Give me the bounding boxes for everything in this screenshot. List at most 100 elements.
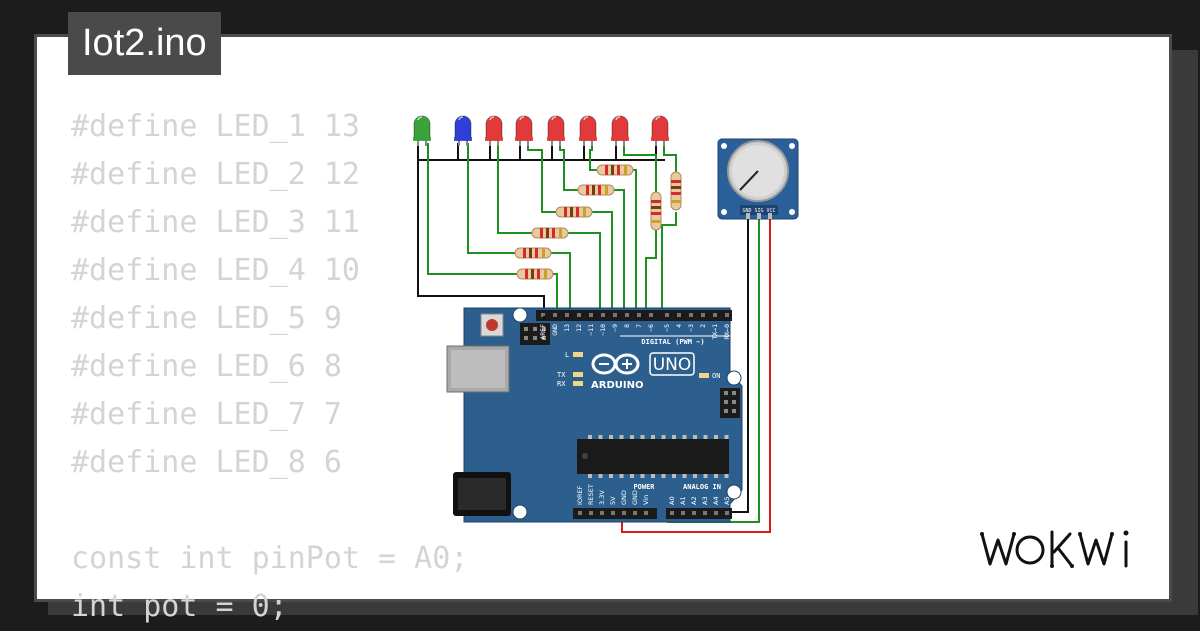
on-led [699,373,709,378]
rx-label: RX [557,380,566,388]
digital-pin-holes [541,313,729,317]
digital-pin-hole[interactable] [689,313,693,317]
analog-pin-hole[interactable] [725,511,729,515]
power-pin-label: IOREF [576,485,584,505]
digital-pin-hole[interactable] [601,313,605,317]
arduino-logo [591,353,640,375]
power-pin-label: 3.3V [598,490,606,505]
digital-pin-label: 13 [563,324,571,332]
code-line: #define LED_4 10 [71,253,360,288]
pot-pin-labels: GND SIG VCC [742,208,775,214]
power-pin-hole[interactable] [611,511,615,515]
analog-pin-label: A2 [690,496,698,505]
analog-pin-hole[interactable] [670,511,674,515]
power-pin-hole[interactable] [633,511,637,515]
code-line: #define LED_6 8 [71,349,342,384]
digital-pin-label: 12 [575,324,583,332]
digital-pin-label: AREF [539,324,547,340]
power-pin-hole[interactable] [622,511,626,515]
analog-header [666,508,732,519]
led-5[interactable] [547,115,565,146]
code-line: #define LED_8 6 [71,445,342,480]
digital-pwm-label: DIGITAL (PWM ~) [641,338,704,346]
analog-pin-label: A5 [723,496,731,505]
power-pin-hole[interactable] [578,511,582,515]
digital-pin-hole[interactable] [589,313,593,317]
analog-pin-label: A4 [712,496,720,505]
code-line: #define LED_5 9 [71,301,342,336]
power-pin-label: GND [631,490,639,505]
led-2[interactable] [454,115,472,146]
resistor[interactable] [531,227,569,239]
uno-text: UNO [653,355,692,375]
code-background: #define LED_1 13#define LED_2 12#define … [71,103,468,631]
digital-pin-hole[interactable] [713,313,717,317]
led-1[interactable] [413,115,431,146]
power-pin-hole[interactable] [600,511,604,515]
resistor[interactable] [516,268,554,280]
digital-header [536,310,732,321]
resistor[interactable] [650,191,662,231]
digital-pin-hole[interactable] [701,313,705,317]
digital-pin-hole[interactable] [541,313,545,317]
code-line: #define LED_1 13 [71,109,360,144]
code-line: const int pinPot = A0; [71,541,469,576]
on-label: ON [712,372,720,380]
digital-pin-hole[interactable] [725,313,729,317]
microcontroller-chip [577,439,729,474]
code-line: #define LED_7 7 [71,397,342,432]
led-3[interactable] [485,115,503,146]
analog-pin-label: A0 [668,496,676,505]
led-7[interactable] [611,115,629,146]
pot-knob-indicator [739,170,759,191]
digital-pin-hole[interactable] [625,313,629,317]
digital-pin-label: 2 [699,324,707,328]
l-label: L [565,351,569,359]
power-pin-label: GND [620,490,628,505]
analog-pin-hole[interactable] [703,511,707,515]
digital-pin-label: ~5 [663,324,671,332]
led-8[interactable] [651,115,669,146]
code-line: int pot = 0; [71,589,288,624]
analog-pin-label: A3 [701,496,709,505]
resistors [514,164,682,280]
wokwi-logo [980,530,1129,568]
digital-pin-label: ~9 [611,324,619,332]
potentiometer[interactable]: GND SIG VCC [717,138,799,220]
digital-pin-hole[interactable] [613,313,617,317]
leds [413,115,669,146]
resistor[interactable] [514,247,552,259]
resistor[interactable] [577,184,615,196]
digital-pin-hole[interactable] [553,313,557,317]
power-pin-label: Vin [642,495,650,505]
analog-pin-hole[interactable] [681,511,685,515]
digital-pin-hole[interactable] [677,313,681,317]
digital-pin-label: 8 [623,324,631,328]
led-6[interactable] [579,115,597,146]
file-title: Iot2.ino [68,12,221,75]
digital-pin-label: ~10 [599,324,607,336]
digital-pin-hole[interactable] [637,313,641,317]
signal-wires [427,143,677,316]
power-pin-label: 5V [609,496,617,505]
code-line: #define LED_3 11 [71,205,360,240]
digital-pin-hole[interactable] [565,313,569,317]
resistor[interactable] [555,206,593,218]
analog-pin-hole[interactable] [692,511,696,515]
analog-pin-label: A1 [679,496,687,505]
led-4[interactable] [515,115,533,146]
resistor[interactable] [670,171,682,211]
digital-pin-label: GND [551,324,559,336]
digital-pin-hole[interactable] [577,313,581,317]
resistor[interactable] [596,164,634,176]
digital-pin-hole[interactable] [665,313,669,317]
power-pin-hole[interactable] [589,511,593,515]
digital-pin-hole[interactable] [649,313,653,317]
power-pin-hole[interactable] [644,511,648,515]
analog-pin-hole[interactable] [714,511,718,515]
digital-pin-label: ~3 [687,324,695,332]
